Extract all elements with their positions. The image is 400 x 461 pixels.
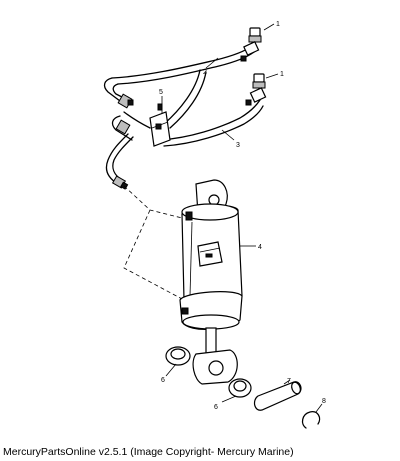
callout-1b: 1 xyxy=(280,71,284,78)
retaining-ring-8 xyxy=(301,411,321,429)
clamp-5 xyxy=(149,103,171,147)
callout-8: 8 xyxy=(322,398,326,405)
cylinder-4 xyxy=(179,179,243,385)
hose-3 xyxy=(111,69,264,147)
parts-diagram: 1 2 1 5 3 4 6 6 7 8 xyxy=(103,21,326,429)
copyright-caption: MercuryPartsOnline v2.5.1 (Image Copyrig… xyxy=(3,446,294,458)
leader-lines xyxy=(161,23,323,413)
tube-left xyxy=(105,133,134,190)
bushing-6-right xyxy=(228,378,252,398)
phantom-lines xyxy=(123,185,185,301)
fitting-1-upper xyxy=(240,27,262,62)
pin-7 xyxy=(253,381,302,411)
hose-2 xyxy=(103,45,255,105)
callout-2: 2 xyxy=(203,69,207,76)
callout-6b: 6 xyxy=(214,404,218,411)
fitting-1-lower xyxy=(245,73,267,106)
callout-labels: 1 2 1 5 3 4 6 6 7 8 xyxy=(159,21,326,411)
callout-5: 5 xyxy=(159,89,163,96)
callout-4: 4 xyxy=(258,244,262,251)
callout-3: 3 xyxy=(236,142,240,149)
bushing-6-left xyxy=(165,346,191,366)
callout-1a: 1 xyxy=(276,21,280,28)
callout-7: 7 xyxy=(287,378,291,385)
callout-6a: 6 xyxy=(161,377,165,384)
fittings-left xyxy=(115,93,134,135)
